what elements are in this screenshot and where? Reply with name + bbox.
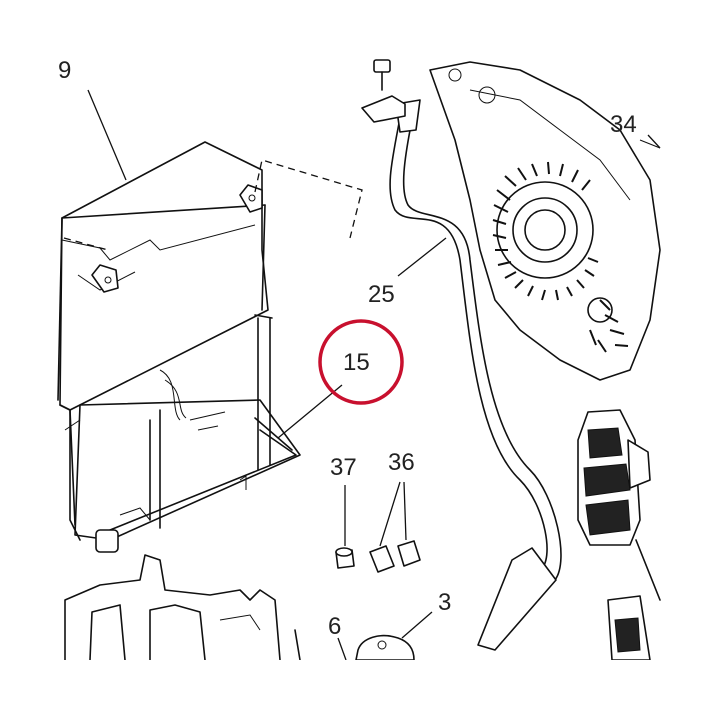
part-37-bushing[interactable] xyxy=(335,547,355,569)
part-right-switch[interactable] xyxy=(577,409,661,661)
leader-34 xyxy=(647,134,661,149)
leader-36b xyxy=(403,481,407,541)
leader-36a xyxy=(379,481,401,547)
part-3-bracket[interactable] xyxy=(355,634,415,661)
leader-9 xyxy=(87,89,127,181)
callout-9: 9 xyxy=(58,57,71,84)
callout-15: 15 xyxy=(343,349,370,376)
callout-36: 36 xyxy=(388,449,415,476)
alternator-fins xyxy=(492,161,629,353)
part-6-housing[interactable] xyxy=(64,554,301,661)
callout-37: 37 xyxy=(330,454,357,481)
leader-3 xyxy=(401,611,433,639)
callout-25: 25 xyxy=(368,281,395,308)
part-36-pads[interactable] xyxy=(369,540,421,573)
leader-lines xyxy=(87,89,661,661)
leader-25 xyxy=(397,237,447,277)
part-34-alternator[interactable] xyxy=(429,61,661,381)
assembly-line xyxy=(254,159,363,239)
leader-6 xyxy=(337,637,347,661)
bottom-margin xyxy=(0,660,720,720)
part-25-cable[interactable] xyxy=(361,59,562,651)
leader-15 xyxy=(277,384,343,439)
callout-34: 34 xyxy=(610,111,637,138)
part-9-battery[interactable] xyxy=(57,141,269,411)
callout-6: 6 xyxy=(328,613,341,640)
part-15-battery-tray[interactable] xyxy=(59,314,301,553)
callout-3: 3 xyxy=(438,589,451,616)
highlight-circle xyxy=(318,319,404,405)
